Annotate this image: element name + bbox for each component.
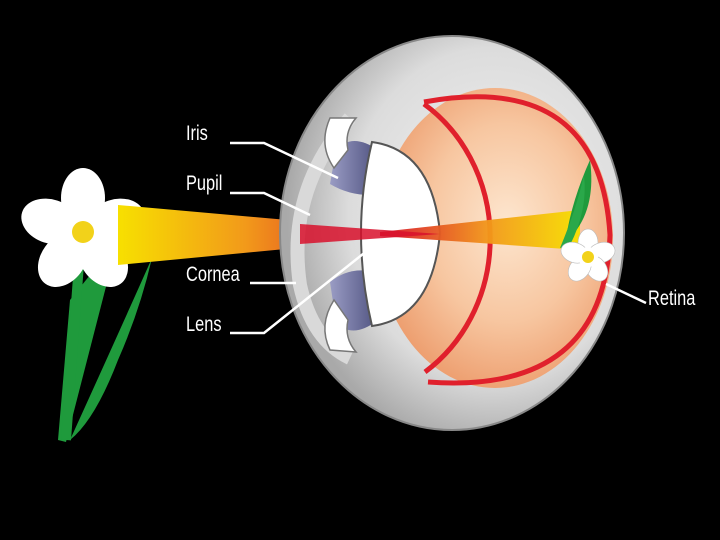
pupil-label: Pupil [186, 173, 222, 194]
iris-label: Iris [186, 123, 208, 144]
lens-label: Lens [186, 314, 222, 335]
flower-center [72, 221, 94, 243]
image-flower-center [582, 251, 594, 263]
retina-label: Retina [648, 288, 695, 309]
cornea-label: Cornea [186, 264, 240, 285]
